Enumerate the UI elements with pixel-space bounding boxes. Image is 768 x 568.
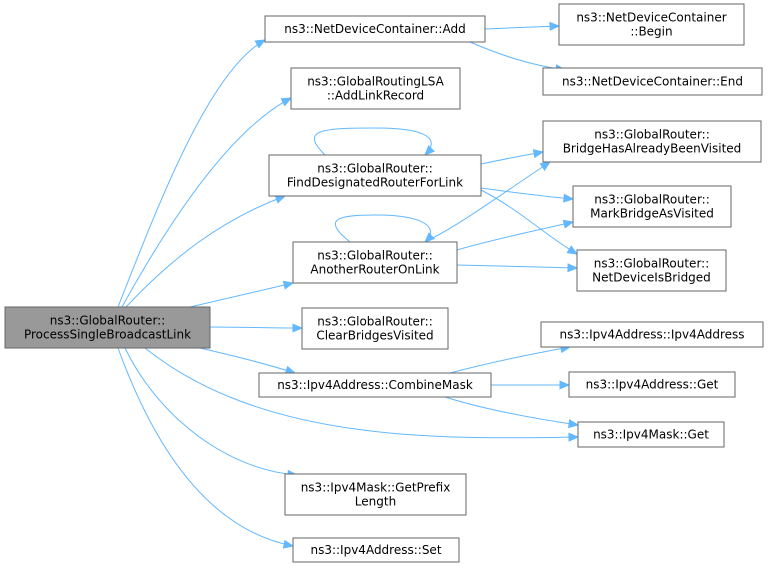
node-label: ns3::GlobalRouter:: (317, 162, 433, 176)
node-label: AnotherRouterOnLink (310, 263, 439, 277)
node-label: ns3::Ipv4Address::Set (310, 543, 441, 557)
node-label: BridgeHasAlreadyBeenVisited (563, 142, 742, 156)
node-label: ns3::Ipv4Address::Get (586, 378, 719, 392)
node-label: Length (355, 495, 396, 509)
node-label: MarkBridgeAsVisited (590, 207, 714, 221)
node-label: ns3::GlobalRouter:: (50, 314, 166, 328)
arrowhead-icon (562, 219, 575, 229)
edge-root-to-prefix_len (124, 347, 299, 479)
node-clear-bridges[interactable]: ns3::GlobalRouter::ClearBridgesVisited (301, 307, 449, 350)
node-label: ns3::GlobalRouter:: (317, 315, 433, 329)
edge-another_router-to-another_router (335, 214, 436, 243)
node-label: ::AddLinkRecord (327, 89, 424, 103)
arrowhead-icon (563, 193, 575, 203)
node-label: ns3::GlobalRouter:: (594, 257, 710, 271)
arrowhead-icon (568, 432, 580, 442)
node-label: ns3::GlobalRouter:: (594, 128, 710, 142)
edge-root-to-another_router (189, 280, 295, 308)
node-ipv4-ctor[interactable]: ns3::Ipv4Address::Ipv4Address (540, 321, 764, 348)
arrowhead-icon (559, 380, 571, 390)
arrowhead-icon (282, 280, 295, 290)
arrowhead-icon (292, 323, 304, 333)
node-label: ns3::NetDeviceContainer::End (562, 75, 743, 89)
edge-root-to-mask_get (144, 347, 580, 442)
node-label: ns3::GlobalRoutingLSA (307, 75, 444, 89)
edge-root-to-ipv4_set (117, 347, 295, 549)
node-label: NetDeviceIsBridged (592, 271, 711, 285)
arrowhead-icon (532, 149, 545, 159)
edge-root-to-combine_mask (199, 347, 297, 375)
node-label: ns3::GlobalRouter:: (594, 193, 710, 207)
node-label: FindDesignatedRouterForLink (287, 176, 463, 190)
arrowhead-icon (566, 245, 579, 255)
edge-combine_mask-to-ipv4_get (491, 380, 571, 390)
node-find-dr[interactable]: ns3::GlobalRouter::FindDesignatedRouterF… (268, 154, 482, 197)
node-label: ClearBridgesVisited (316, 329, 433, 343)
node-label: ns3::Ipv4Mask::Get (593, 428, 709, 442)
node-label: ns3::NetDeviceContainer::Add (284, 22, 465, 36)
node-ndc-begin[interactable]: ns3::NetDeviceContainer::Begin (558, 3, 745, 46)
arrowhead-icon (567, 263, 579, 273)
edge-another_router-to-is_bridged (456, 263, 579, 273)
node-ndc-end[interactable]: ns3::NetDeviceContainer::End (542, 67, 763, 96)
node-label: ns3::NetDeviceContainer (576, 11, 726, 25)
node-mark-bridge[interactable]: ns3::GlobalRouter::MarkBridgeAsVisited (572, 185, 732, 228)
node-ndc-add[interactable]: ns3::NetDeviceContainer::Add (264, 15, 486, 43)
node-label: ProcessSingleBroadcastLink (24, 328, 191, 342)
node-is-bridged[interactable]: ns3::GlobalRouter::NetDeviceIsBridged (576, 249, 727, 292)
arrowhead-icon (567, 419, 580, 429)
arrowhead-icon (282, 539, 295, 549)
node-label: ns3::Ipv4Address::CombineMask (277, 378, 473, 392)
edge-combine_mask-to-ipv4_ctor (449, 344, 572, 374)
function-nodes: ns3::GlobalRouter::ProcessSingleBroadcas… (4, 3, 764, 563)
arrowhead-icon (280, 97, 293, 107)
edge-ndc_add-to-ndc_begin (484, 21, 561, 31)
node-label: ::Begin (630, 25, 672, 39)
edge-find_dr-to-find_dr (313, 127, 435, 156)
edge-find_dr-to-is_bridged (480, 189, 579, 255)
node-lsa-add[interactable]: ns3::GlobalRoutingLSA::AddLinkRecord (290, 67, 461, 110)
node-ipv4-set[interactable]: ns3::Ipv4Address::Set (292, 537, 460, 563)
node-another-router[interactable]: ns3::GlobalRouter::AnotherRouterOnLink (292, 241, 458, 284)
edge-find_dr-to-bridge_visited (480, 149, 545, 165)
node-root[interactable]: ns3::GlobalRouter::ProcessSingleBroadcas… (4, 306, 211, 349)
arrowhead-icon (274, 195, 287, 204)
arrowhead-icon (424, 232, 436, 243)
edge-another_router-to-bridge_visited (424, 161, 552, 243)
node-combine-mask[interactable]: ns3::Ipv4Address::CombineMask (258, 372, 492, 398)
node-ipv4-get[interactable]: ns3::Ipv4Address::Get (568, 371, 736, 398)
edge-combine_mask-to-mask_get (444, 396, 580, 429)
edge-another_router-to-mark_bridge (456, 219, 575, 251)
edge-find_dr-to-mark_bridge (480, 187, 575, 203)
arrowhead-icon (549, 21, 561, 31)
arrowhead-icon (539, 161, 552, 172)
edge-root-to-lsa_add (121, 97, 293, 308)
edge-root-to-ndc_add (117, 39, 267, 308)
node-label: ns3::GlobalRouter:: (317, 249, 433, 263)
node-bridge-visited[interactable]: ns3::GlobalRouter::BridgeHasAlreadyBeenV… (542, 120, 762, 163)
node-label: ns3::Ipv4Address::Ipv4Address (559, 328, 744, 342)
arrowhead-icon (254, 39, 267, 49)
node-mask-get[interactable]: ns3::Ipv4Mask::Get (577, 421, 725, 448)
edge-root-to-clear_bridges (209, 323, 304, 333)
node-label: ns3::Ipv4Mask::GetPrefix (301, 481, 451, 495)
arrowhead-icon (424, 145, 435, 156)
